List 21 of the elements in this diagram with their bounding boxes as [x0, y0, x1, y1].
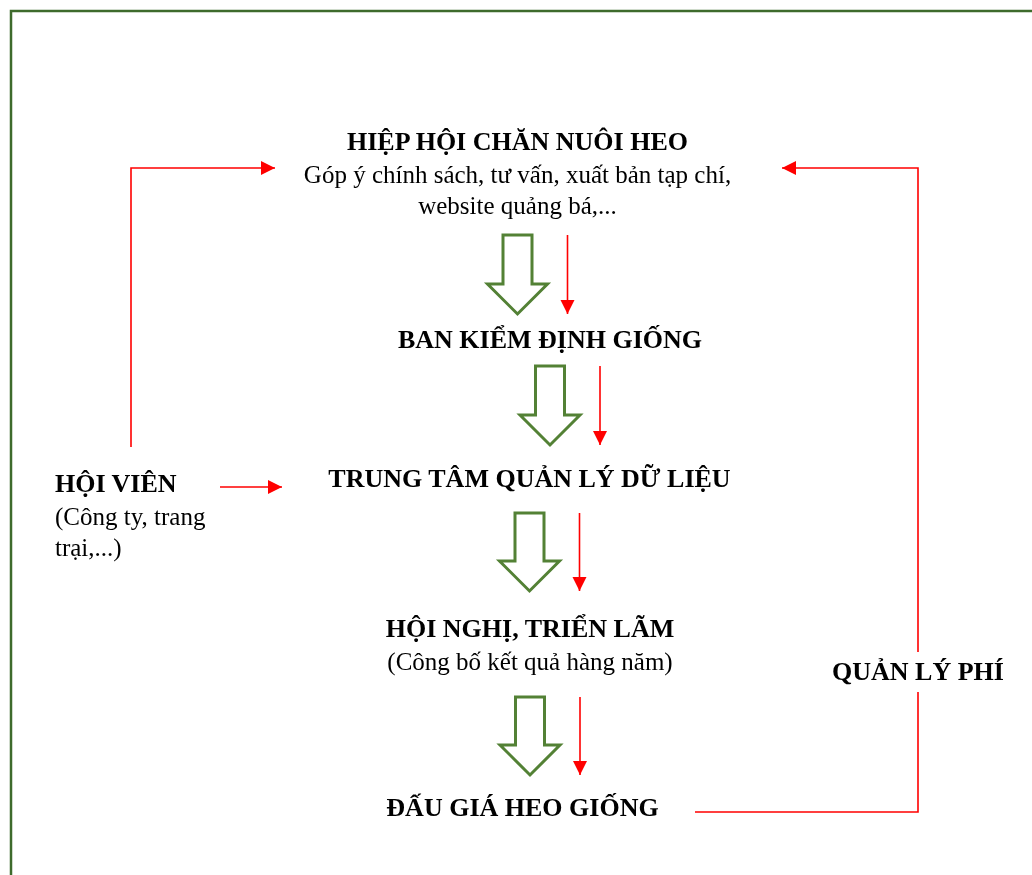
- arrow: [130, 161, 276, 448]
- arrow: [219, 480, 283, 494]
- node-title: ĐẤU GIÁ HEO GIỐNG: [386, 792, 659, 824]
- block-arrow: [483, 233, 552, 317]
- block-arrow: [495, 511, 564, 594]
- node-description: (Công ty, trang trại,...): [55, 501, 207, 563]
- arrow: [572, 512, 587, 592]
- node-description: Góp ý chính sách, tư vấn, xuất bản tạp chí, website quảng bá,...: [302, 160, 733, 221]
- node-title: HỘI VIÊN: [55, 467, 177, 500]
- edge-label: QUẢN LÝ PHÍ: [830, 652, 1006, 692]
- arrow: [560, 234, 575, 315]
- arrow: [573, 696, 587, 776]
- arrow: [593, 365, 607, 446]
- node-title: TRUNG TÂM QUẢN LÝ DỮ LIỆU: [328, 463, 731, 495]
- node-description: (Công bố kết quả hàng năm): [387, 646, 673, 677]
- block-arrow: [496, 695, 564, 778]
- node-title: HIỆP HỘI CHĂN NUÔI HEO: [347, 126, 688, 158]
- node-title: HỘI NGHỊ, TRIỂN LÃM: [385, 612, 675, 645]
- node-title: BAN KIỂM ĐỊNH GIỐNG: [397, 324, 703, 356]
- arrow: [694, 161, 919, 813]
- block-arrow: [516, 364, 584, 448]
